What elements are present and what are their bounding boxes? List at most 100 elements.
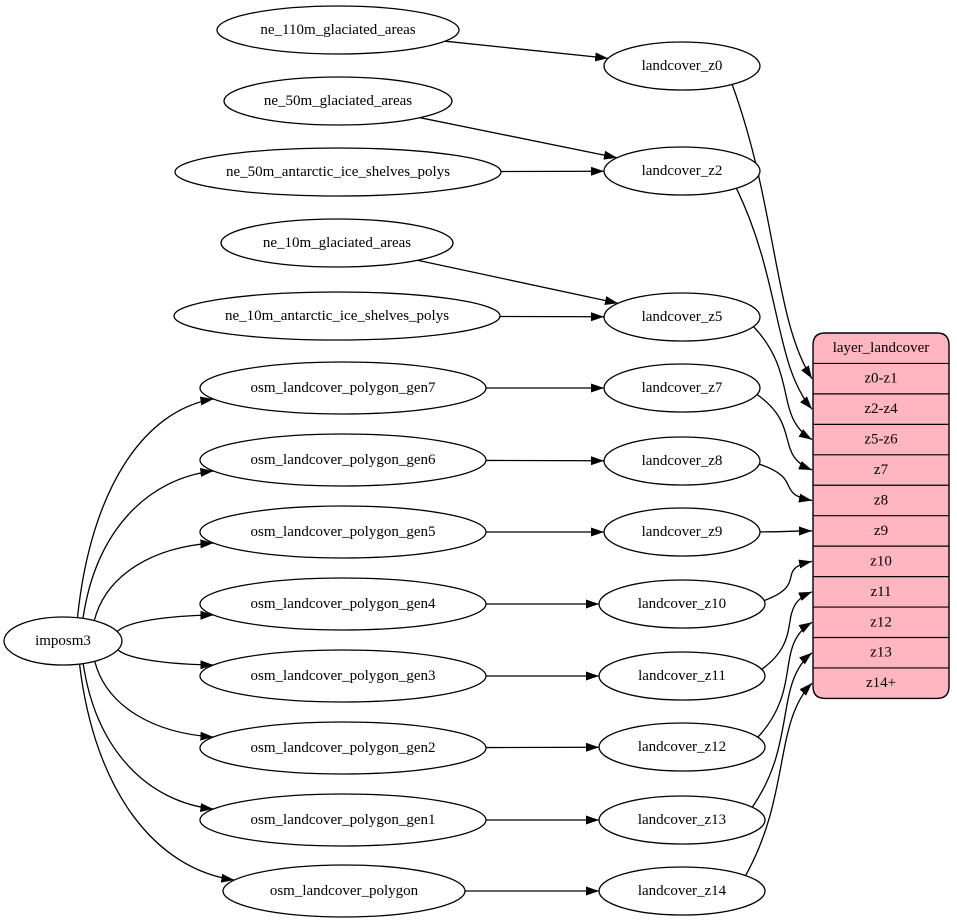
node-label-landcover_z7: landcover_z7 [642, 380, 723, 396]
node-ellipse-ne_50m_glaciated_areas [223, 76, 453, 126]
node-label-osm_landcover_polygon_gen1: osm_landcover_polygon_gen1 [251, 812, 436, 828]
node-ellipse-landcover_z13 [598, 795, 766, 845]
node-osm_landcover_polygon_gen6: osm_landcover_polygon_gen6 [199, 433, 487, 487]
table-row-z0-z1: z0-z1 [864, 371, 897, 387]
node-ellipse-ne_110m_glaciated_areas [216, 5, 460, 55]
node-ellipse-landcover_z12 [598, 722, 766, 772]
edge-imposm3-to-osm_landcover_polygon_gen3 [117, 649, 214, 670]
edge-imposm3-to-osm_landcover_polygon_gen2 [94, 661, 214, 741]
node-landcover_z13: landcover_z13 [598, 795, 766, 845]
node-label-ne_50m_glaciated_areas: ne_50m_glaciated_areas [264, 93, 412, 109]
node-ellipse-ne_10m_antarctic_ice_shelves_polys [173, 291, 501, 341]
node-ellipse-osm_landcover_polygon_gen1 [199, 793, 487, 847]
edge-layer [76, 40, 813, 896]
node-label-osm_landcover_polygon_gen2: osm_landcover_polygon_gen2 [251, 740, 436, 756]
node-landcover_z12: landcover_z12 [598, 722, 766, 772]
node-label-landcover_z9: landcover_z9 [642, 524, 723, 540]
edge-landcover_z14-to-layer_landcover-z14+ [745, 682, 813, 876]
table-row-z2-z4: z2-z4 [864, 401, 898, 417]
edge-landcover_z13-to-layer_landcover-z13 [751, 652, 813, 808]
node-label-landcover_z13: landcover_z13 [638, 812, 726, 828]
node-ellipse-landcover_z8 [603, 436, 761, 486]
edge-landcover_z8-to-layer_landcover-z8 [759, 463, 813, 503]
node-label-landcover_z10: landcover_z10 [638, 596, 726, 612]
node-label-ne_10m_glaciated_areas: ne_10m_glaciated_areas [263, 235, 411, 251]
edge-ne_10m_glaciated_areas-to-landcover_z5 [417, 259, 619, 305]
node-landcover_z2: landcover_z2 [603, 146, 761, 196]
node-label-ne_110m_glaciated_areas: ne_110m_glaciated_areas [260, 22, 415, 38]
table-row-z5-z6: z5-z6 [864, 432, 898, 448]
node-landcover_z0: landcover_z0 [603, 41, 761, 91]
edge-ne_110m_glaciated_areas-to-landcover_z0 [444, 40, 609, 62]
node-osm_landcover_polygon_gen3: osm_landcover_polygon_gen3 [199, 649, 487, 703]
node-ellipse-osm_landcover_polygon_gen5 [199, 505, 487, 559]
table-layer_landcover: layer_landcoverz0-z1z2-z4z5-z6z7z8z9z10z… [812, 332, 950, 700]
node-ellipse-ne_10m_glaciated_areas [220, 218, 454, 268]
edge-landcover_z9-to-layer_landcover-z9 [759, 526, 813, 536]
node-osm_landcover_polygon_gen1: osm_landcover_polygon_gen1 [199, 793, 487, 847]
table-row-z11: z11 [870, 584, 891, 600]
table-row-z7: z7 [874, 462, 889, 478]
node-label-landcover_z12: landcover_z12 [638, 739, 726, 755]
node-ellipse-osm_landcover_polygon [222, 864, 466, 918]
node-landcover_z14: landcover_z14 [598, 866, 766, 916]
node-osm_landcover_polygon_gen4: osm_landcover_polygon_gen4 [199, 577, 487, 631]
node-ellipse-landcover_z0 [603, 41, 761, 91]
edge-imposm3-to-osm_landcover_polygon [78, 663, 235, 883]
node-osm_landcover_polygon_gen5: osm_landcover_polygon_gen5 [199, 505, 487, 559]
node-ellipse-landcover_z9 [603, 507, 761, 557]
node-landcover_z8: landcover_z8 [603, 436, 761, 486]
edge-imposm3-to-osm_landcover_polygon_gen6 [82, 467, 214, 619]
edge-imposm3-to-osm_landcover_polygon_gen7 [76, 396, 214, 618]
edge-landcover_z11-to-layer_landcover-z11 [761, 591, 813, 670]
table-row-z8: z8 [874, 492, 888, 508]
node-landcover_z10: landcover_z10 [598, 579, 766, 629]
edge-ne_50m_glaciated_areas-to-landcover_z2 [419, 117, 618, 160]
node-label-landcover_z8: landcover_z8 [642, 453, 723, 469]
node-landcover_z7: landcover_z7 [603, 363, 761, 413]
node-label-osm_landcover_polygon_gen7: osm_landcover_polygon_gen7 [251, 380, 436, 396]
table-row-z9: z9 [874, 523, 888, 539]
node-layer: imposm3 ne_110m_glaciated_areas ne_50m_gla… [3, 5, 766, 918]
node-label-imposm3: imposm3 [35, 633, 91, 649]
node-imposm3: imposm3 [3, 616, 123, 666]
node-ellipse-landcover_z14 [598, 866, 766, 916]
node-landcover_z5: landcover_z5 [603, 292, 761, 342]
node-ellipse-landcover_z2 [603, 146, 761, 196]
node-ellipse-osm_landcover_polygon_gen3 [199, 649, 487, 703]
node-label-landcover_z14: landcover_z14 [638, 883, 727, 899]
node-ne_10m_glaciated_areas: ne_10m_glaciated_areas [220, 218, 454, 268]
node-label-osm_landcover_polygon_gen5: osm_landcover_polygon_gen5 [251, 524, 436, 540]
edge-imposm3-to-osm_landcover_polygon_gen4 [116, 610, 214, 633]
edge-imposm3-to-osm_landcover_polygon_gen5 [93, 539, 214, 621]
node-label-landcover_z11: landcover_z11 [638, 668, 726, 684]
table-row-z12: z12 [870, 614, 892, 630]
edge-landcover_z2-to-layer_landcover-z2-z4 [735, 187, 813, 410]
table-row-z13: z13 [870, 645, 892, 661]
node-label-landcover_z5: landcover_z5 [642, 309, 723, 325]
node-ne_50m_glaciated_areas: ne_50m_glaciated_areas [223, 76, 453, 126]
node-ellipse-osm_landcover_polygon_gen7 [199, 361, 487, 415]
node-osm_landcover_polygon: osm_landcover_polygon [222, 864, 466, 918]
node-landcover_z9: landcover_z9 [603, 507, 761, 557]
node-ellipse-ne_50m_antarctic_ice_shelves_polys [174, 147, 502, 197]
node-label-landcover_z2: landcover_z2 [642, 163, 723, 179]
node-ne_50m_antarctic_ice_shelves_polys: ne_50m_antarctic_ice_shelves_polys [174, 147, 502, 197]
edge-landcover_z7-to-layer_landcover-z7 [756, 393, 813, 471]
node-label-osm_landcover_polygon_gen3: osm_landcover_polygon_gen3 [251, 668, 436, 684]
node-label-ne_50m_antarctic_ice_shelves_polys: ne_50m_antarctic_ice_shelves_polys [226, 164, 450, 180]
node-landcover_z11: landcover_z11 [598, 651, 766, 701]
node-osm_landcover_polygon_gen2: osm_landcover_polygon_gen2 [199, 721, 487, 775]
edge-landcover_z10-to-layer_landcover-z10 [763, 559, 813, 602]
node-ellipse-imposm3 [3, 616, 123, 666]
edge-landcover_z0-to-layer_landcover-z0-z1 [731, 84, 813, 380]
edge-landcover_z12-to-layer_landcover-z12 [757, 621, 813, 738]
table-title: layer_landcover [833, 340, 930, 356]
node-ne_110m_glaciated_areas: ne_110m_glaciated_areas [216, 5, 460, 55]
node-ne_10m_antarctic_ice_shelves_polys: ne_10m_antarctic_ice_shelves_polys [173, 291, 501, 341]
edge-landcover_z5-to-layer_landcover-z5-z6 [753, 326, 813, 441]
node-label-osm_landcover_polygon_gen6: osm_landcover_polygon_gen6 [251, 452, 436, 468]
node-label-landcover_z0: landcover_z0 [642, 58, 723, 74]
